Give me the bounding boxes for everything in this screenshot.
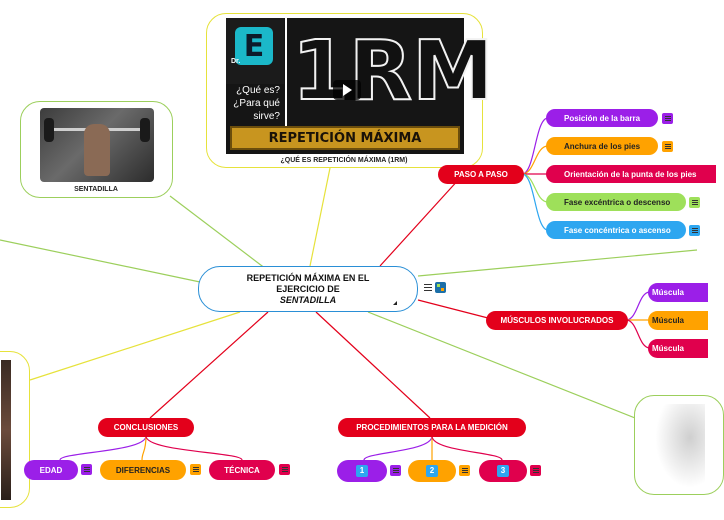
link-sentadilla xyxy=(169,195,271,273)
video-thumbnail[interactable]: E Dr. ¿Qué es? ¿Para qué sirve? 1RM REPE… xyxy=(226,18,495,154)
procedure-badge-2: 2 xyxy=(426,465,438,477)
link-procedimientos xyxy=(315,311,431,419)
link-concl-3 xyxy=(145,435,243,461)
musculo-item-1[interactable]: Múscula xyxy=(648,283,708,302)
athlete-shape xyxy=(84,124,110,176)
sentadilla-photo xyxy=(40,108,154,182)
paso-item-1[interactable]: Posición de la barra xyxy=(546,109,658,127)
link-paso xyxy=(379,177,461,267)
logo-mark: E xyxy=(235,27,273,65)
procedure-note-icon-1[interactable] xyxy=(390,465,401,476)
link-concl-2 xyxy=(141,435,147,461)
procedure-item-3[interactable]: 3 xyxy=(479,460,527,482)
link-musculo-3 xyxy=(625,319,651,349)
divider xyxy=(285,18,287,126)
central-topic[interactable]: REPETICIÓN MÁXIMA EN EL EJERCICIO DE SEN… xyxy=(198,266,418,312)
left-image-card[interactable] xyxy=(0,351,30,508)
questions: ¿Qué es? ¿Para qué sirve? xyxy=(226,84,284,123)
link-conclusiones xyxy=(149,311,269,419)
video-big-title: 1RM xyxy=(291,23,495,120)
video-banner: REPETICIÓN MÁXIMA xyxy=(230,126,460,150)
video-card[interactable]: E Dr. ¿Qué es? ¿Para qué sirve? 1RM REPE… xyxy=(206,13,495,168)
central-line-2: EJERCICIO DE xyxy=(276,283,340,294)
conclusion-item-edad[interactable]: EDAD xyxy=(24,460,78,480)
link-paso-1 xyxy=(521,117,549,175)
paso-note-icon-4[interactable] xyxy=(689,197,700,208)
left-image xyxy=(1,360,11,500)
link-right-top xyxy=(417,249,698,277)
paso-item-3[interactable]: Orientación de la punta de los pies xyxy=(546,165,716,183)
paso-item-2[interactable]: Anchura de los pies xyxy=(546,137,658,155)
procedure-badge-3: 3 xyxy=(497,465,509,477)
conclusion-note-icon-2[interactable] xyxy=(190,464,201,475)
plate-right xyxy=(140,118,150,142)
link-video xyxy=(309,167,331,267)
video-caption: ¿QUÉ ES REPETICIÓN MÁXIMA (1RM) xyxy=(280,157,408,164)
link-concl-1 xyxy=(59,435,147,461)
conclusion-item-diferencias[interactable]: DIFERENCIAS xyxy=(100,460,186,480)
question-why-2: sirve? xyxy=(253,111,280,122)
link-paso-5 xyxy=(521,173,549,231)
musculo-item-3[interactable]: Múscula xyxy=(648,339,708,358)
logo-box: E Dr. xyxy=(226,18,284,84)
right-image-card[interactable] xyxy=(634,395,724,495)
topic-procedimientos[interactable]: PROCEDIMIENTOS PARA LA MEDICIÓN xyxy=(338,418,526,437)
logo-letter: E xyxy=(243,28,265,64)
topic-paso-a-paso[interactable]: PASO A PASO xyxy=(438,165,524,184)
procedure-item-2[interactable]: 2 xyxy=(408,460,456,482)
plate-left xyxy=(44,118,54,142)
musculo-item-2[interactable]: Múscula xyxy=(648,311,708,330)
play-button[interactable] xyxy=(333,80,361,100)
link-paso-4 xyxy=(521,173,549,203)
play-icon xyxy=(342,84,352,96)
central-notes-icon[interactable] xyxy=(424,283,432,292)
paso-item-5[interactable]: Fase concéntrica o ascenso xyxy=(546,221,686,239)
paso-item-4[interactable]: Fase excéntrica o descenso xyxy=(546,193,686,211)
link-paso-2 xyxy=(521,145,549,175)
anatomy-image xyxy=(655,404,705,488)
expand-corner-icon[interactable] xyxy=(393,301,397,305)
link-right-image xyxy=(367,311,641,421)
question-why: ¿Para qué xyxy=(233,98,280,109)
link-musculo-1 xyxy=(625,291,651,321)
procedure-note-icon-3[interactable] xyxy=(530,465,541,476)
mind-map-connectors xyxy=(0,117,698,461)
link-proc-1 xyxy=(363,435,433,461)
question-what: ¿Qué es? xyxy=(236,85,280,96)
paso-note-icon-5[interactable] xyxy=(689,225,700,236)
link-musculos xyxy=(417,299,489,319)
link-proc-3 xyxy=(431,435,503,461)
procedure-item-1[interactable]: 1 xyxy=(337,460,387,482)
link-left-offscreen xyxy=(0,239,201,283)
sentadilla-card[interactable]: SENTADILLA xyxy=(20,101,173,198)
paso-note-icon-1[interactable] xyxy=(662,113,673,124)
central-line-3: SENTADILLA xyxy=(279,294,337,305)
logo-prefix: Dr. xyxy=(231,58,241,65)
procedure-badge-1: 1 xyxy=(356,465,368,477)
procedure-note-icon-2[interactable] xyxy=(459,465,470,476)
conclusion-item-tecnica[interactable]: TÉCNICA xyxy=(209,460,275,480)
video-banner-text: REPETICIÓN MÁXIMA xyxy=(268,130,422,146)
conclusion-note-icon-3[interactable] xyxy=(279,464,290,475)
conclusion-note-icon-1[interactable] xyxy=(81,464,92,475)
sentadilla-caption: SENTADILLA xyxy=(74,186,118,193)
topic-conclusiones[interactable]: CONCLUSIONES xyxy=(98,418,194,437)
topic-musculos[interactable]: MÚSCULOS INVOLUCRADOS xyxy=(486,311,628,330)
central-map-icon[interactable] xyxy=(435,282,446,293)
paso-note-icon-2[interactable] xyxy=(662,141,673,152)
central-line-1: REPETICIÓN MÁXIMA EN EL xyxy=(246,272,370,283)
link-left-image xyxy=(29,311,241,381)
